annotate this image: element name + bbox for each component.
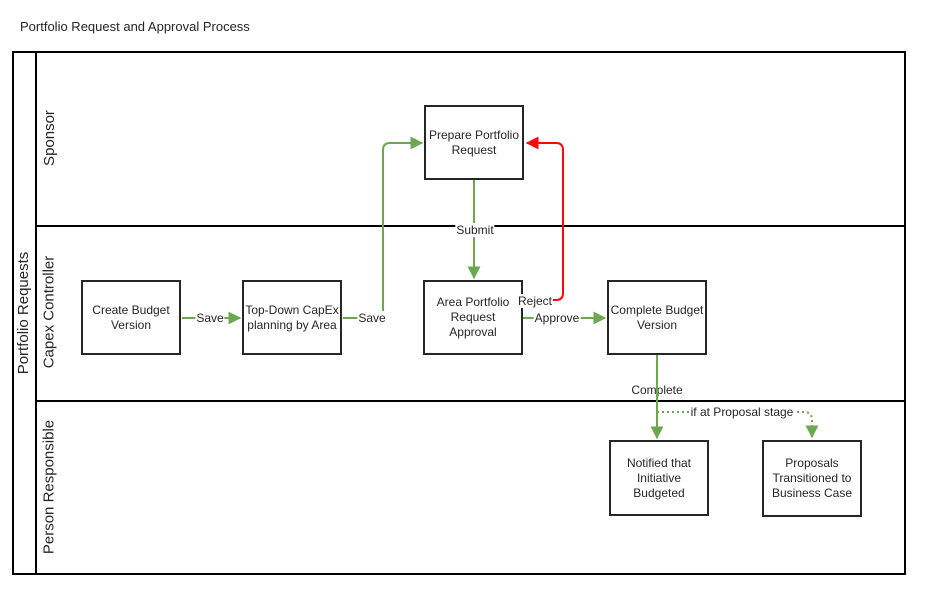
task-create-budget-version[interactable]: Create Budget Version xyxy=(81,280,181,355)
lane-divider-capex-person xyxy=(35,400,906,402)
flow-label-reject: Reject xyxy=(516,294,554,308)
lane-label-person-responsible: Person Responsible xyxy=(40,419,58,555)
pool-label-divider xyxy=(35,51,37,575)
diagram-title: Portfolio Request and Approval Process xyxy=(20,19,250,34)
task-top-down-capex-planning[interactable]: Top-Down CapEx planning by Area xyxy=(242,280,342,355)
flow-label-if-proposal-stage: if at Proposal stage xyxy=(689,405,795,419)
lane-label-capex-controller: Capex Controller xyxy=(40,255,58,369)
flow-reject[interactable] xyxy=(523,136,564,301)
task-complete-budget-version[interactable]: Complete Budget Version xyxy=(607,280,707,355)
flow-label-submit: Submit xyxy=(455,223,495,237)
flow-label-save-1: Save xyxy=(195,311,225,325)
flow-label-save-2: Save xyxy=(357,311,387,325)
pool-portfolio-requests xyxy=(12,51,906,575)
flow-label-approve: Approve xyxy=(533,311,581,325)
pool-label: Portfolio Requests xyxy=(15,251,32,375)
lane-label-sponsor: Sponsor xyxy=(41,110,58,166)
task-area-portfolio-request-approval[interactable]: Area Portfolio Request Approval xyxy=(423,280,523,355)
task-notified-initiative-budgeted[interactable]: Notified that Initiative Budgeted xyxy=(609,440,709,516)
task-prepare-portfolio-request[interactable]: Prepare Portfolio Request xyxy=(424,105,524,180)
task-proposals-transitioned-business-case[interactable]: Proposals Transitioned to Business Case xyxy=(762,440,862,517)
